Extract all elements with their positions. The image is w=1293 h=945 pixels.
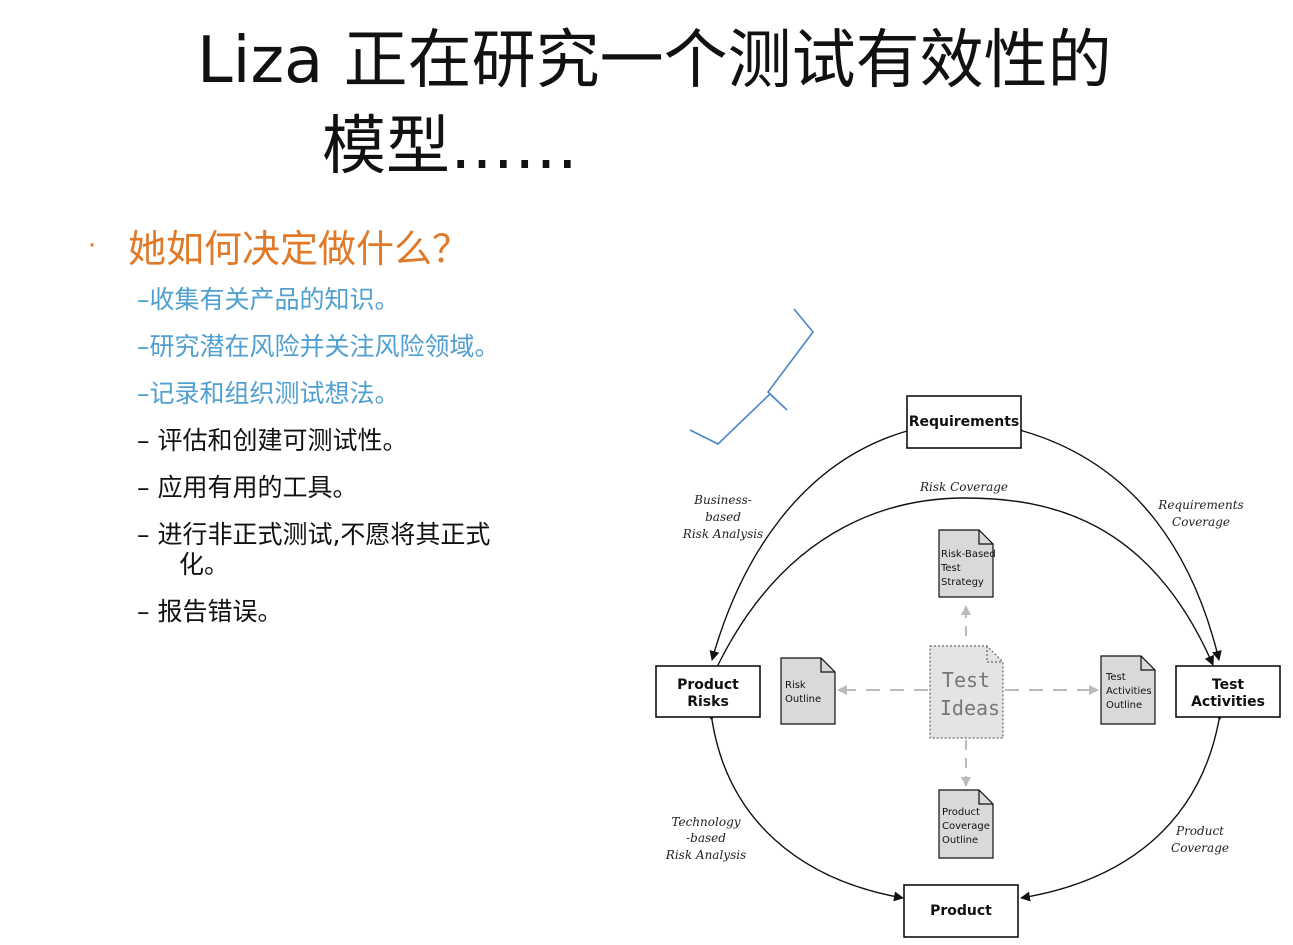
doc-coverage-line-1: Product — [942, 807, 980, 818]
doc-risk-outline-line-2: Outline — [785, 694, 821, 705]
bullet-dot: · — [88, 230, 97, 261]
title-line-1: Liza 正在研究一个测试有效性的 — [197, 24, 1112, 98]
list-item: –收集有关产品的知识。 — [137, 285, 400, 314]
question-text: 她如何决定做什么？ — [128, 227, 471, 271]
label-business-2: based — [705, 510, 741, 524]
label-risk-coverage: Risk Coverage — [919, 480, 1008, 494]
doc-icon-strategy: Risk-Based Test Strategy — [938, 529, 996, 598]
label-technology-2: -based — [686, 831, 726, 845]
doc-activities-line-2: Activities — [1106, 686, 1152, 697]
doc-strategy-line-3: Strategy — [941, 577, 984, 588]
doc-strategy-line-2: Test — [940, 563, 961, 574]
requirements-label: Requirements — [909, 414, 1020, 430]
edge-requirements-product-risks — [709, 423, 918, 661]
center-label-1: Test — [942, 668, 990, 692]
list-item: – 报告错误。 — [137, 597, 283, 626]
product-risks-box — [655, 665, 761, 718]
test-activities-box — [1175, 665, 1281, 718]
edge-product-risks-product — [705, 710, 904, 902]
doc-icon-coverage-outline: Product Coverage Outline — [938, 789, 994, 859]
step-list: –收集有关产品的知识。 –研究潜在风险并关注风险领域。 –记录和组织测试想法。 … — [137, 285, 557, 644]
label-technology-1: Technology — [671, 815, 740, 829]
list-item: – 进行非正式测试,不愿将其正式 化。 — [137, 520, 557, 580]
list-item: –研究潜在风险并关注风险领域。 — [137, 332, 500, 361]
doc-activities-line-3: Outline — [1106, 700, 1142, 711]
edge-requirements-test-activities — [1012, 423, 1222, 661]
label-product-coverage-1: Product — [1175, 824, 1224, 838]
list-item-text: – 进行非正式测试,不愿将其正式 — [137, 520, 491, 549]
product-label: Product — [930, 903, 992, 919]
label-product-coverage-2: Coverage — [1171, 841, 1229, 855]
center-test-ideas: Test Ideas — [929, 645, 1004, 739]
label-req-coverage-2: Coverage — [1172, 515, 1230, 529]
label-business-1: Business- — [693, 493, 752, 507]
label-business-3: Risk Analysis — [682, 527, 763, 541]
doc-coverage-line-2: Coverage — [942, 821, 990, 832]
doc-icon-risk-outline: Risk Outline — [780, 657, 836, 725]
doc-activities-line-1: Test — [1105, 672, 1126, 683]
doc-risk-outline-line-1: Risk — [785, 680, 806, 691]
question-bullet: · 她如何决定做什么？ — [88, 218, 470, 273]
requirements-box — [906, 395, 1022, 449]
annotation-scribble — [689, 308, 815, 445]
list-item: – 评估和创建可测试性。 — [137, 426, 408, 455]
label-req-coverage-1: Requirements — [1157, 498, 1243, 512]
list-item-continuation: 化。 — [179, 550, 230, 579]
edge-risk-coverage — [709, 497, 1214, 676]
list-item: –记录和组织测试想法。 — [137, 379, 400, 408]
doc-icon-activities-outline: Test Activities Outline — [1100, 655, 1156, 725]
edge-test-activities-product — [1020, 710, 1226, 902]
label-technology-3: Risk Analysis — [665, 848, 746, 862]
title-line-2: 模型…… — [322, 110, 578, 184]
product-risks-label-2: Risks — [687, 694, 729, 710]
test-activities-label-2: Activities — [1191, 694, 1265, 710]
list-item: – 应用有用的工具。 — [137, 473, 358, 502]
doc-coverage-line-3: Outline — [942, 835, 978, 846]
test-activities-label-1: Test — [1212, 677, 1245, 693]
product-box — [903, 884, 1019, 938]
product-risks-label-1: Product — [677, 677, 739, 693]
doc-strategy-line-1: Risk-Based — [941, 549, 996, 560]
slide-title: Liza 正在研究一个测试有效性的 模型…… — [0, 18, 1293, 190]
center-label-2: Ideas — [940, 696, 1000, 720]
